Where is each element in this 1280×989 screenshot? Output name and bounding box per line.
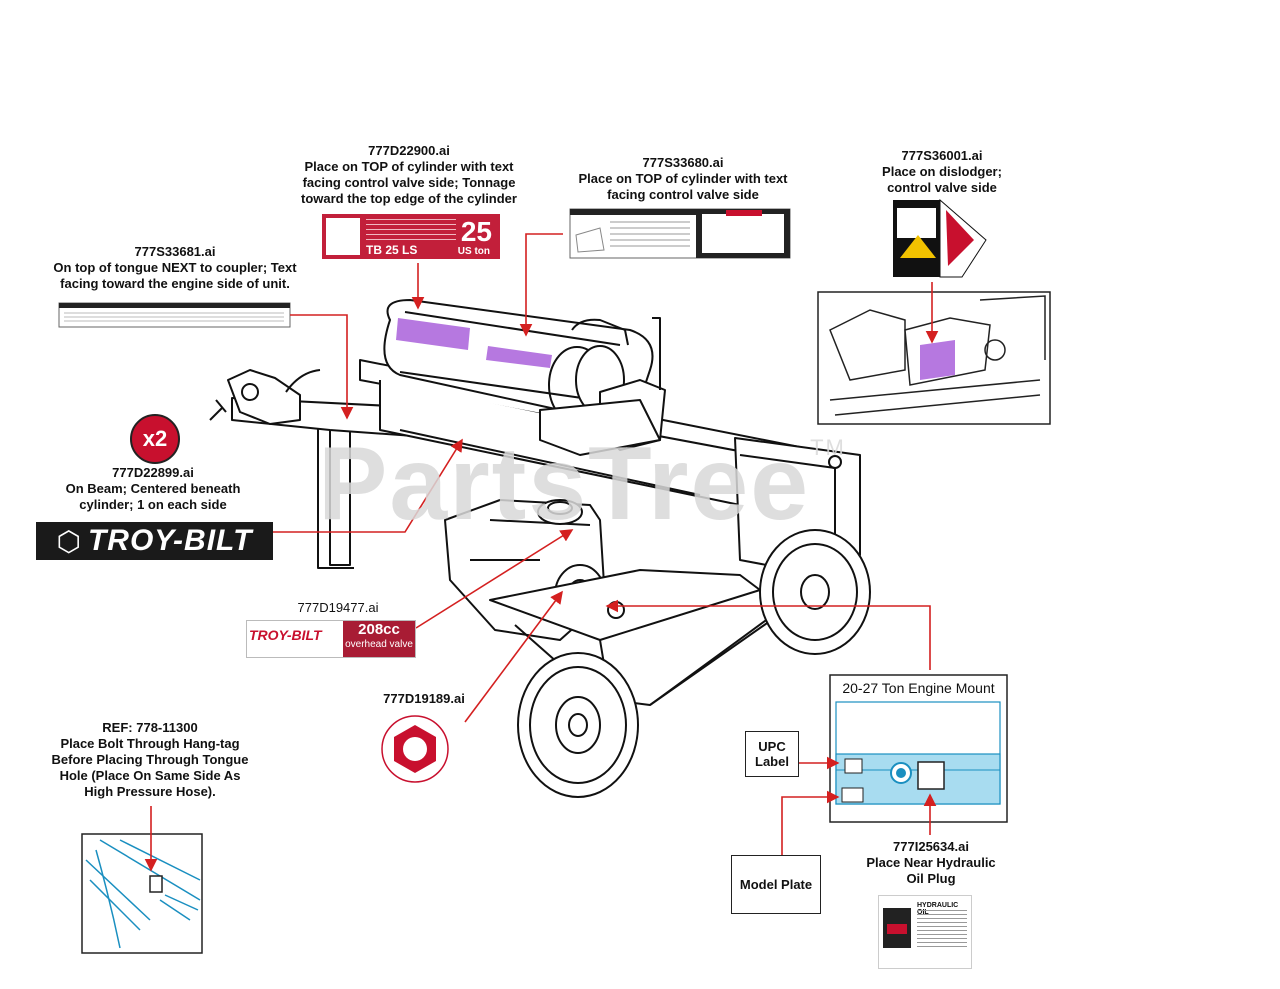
callout-code: 777D22899.ai [112,465,194,480]
callout-code: 777D19477.ai [297,600,379,615]
callout-777s36001: 777S36001.ai Place on dislodger; control… [870,148,1014,196]
engine-brand: TROY-BILT [249,627,322,643]
brand-logo [326,218,360,255]
log-splitter-drawing [209,299,871,798]
callout-777s33680: 777S33680.ai Place on TOP of cylinder wi… [568,155,798,203]
model-name: TB 25 LS [366,243,418,257]
callout-code: 777S36001.ai [901,148,983,163]
callout-777s33681: 777S33681.ai On top of tongue NEXT to co… [50,244,300,292]
callout-code: 777D22900.ai [368,143,450,158]
callout-text: Place Bolt Through Hang-tag Before Placi… [51,736,249,799]
engine-displacement: 208cc [358,621,400,638]
callout-code: 777S33680.ai [642,155,724,170]
callout-777i25634: 777I25634.ai Place Near Hydraulic Oil Pl… [858,839,1004,887]
hex-logo-icon: ⬡ [56,525,82,557]
brand-text: TROY-BILT [87,524,253,557]
callout-text: Place on dislodger; control valve side [882,164,1002,195]
sticker-thumbnails [58,198,987,783]
callout-code: 777S33681.ai [134,244,216,259]
tonnage-unit: US ton [457,246,490,257]
callout-text: Place Near Hydraulic Oil Plug [866,855,996,886]
engine-mount-title: 20-27 Ton Engine Mount [842,680,995,696]
callout-code: 777D19189.ai [383,691,465,706]
engine-spec: 208cc overhead valve [343,621,415,657]
upc-label-box: UPC Label [745,731,799,777]
callout-text: Place on TOP of cylinder with text facin… [578,171,788,202]
leader-arrows [144,233,939,872]
callout-code: REF: 778-11300 [102,720,198,735]
callout-777d22899: 777D22899.ai On Beam; Centered beneath c… [60,465,246,513]
engine-decal: TROY-BILT 208cc overhead valve [246,620,416,658]
callout-777d19189: 777D19189.ai [372,691,476,707]
oil-can-icon [883,908,911,948]
engine-valve: overhead valve [345,639,413,650]
decal-fine-print [366,219,456,241]
callout-777d19477: 777D19477.ai [268,600,408,616]
tonnage-decal: 25 US ton TB 25 LS [322,214,500,259]
model-plate-box: Model Plate [731,855,821,914]
engine-mount-graphic [829,674,1008,823]
hydraulic-oil-decal: HYDRAULIC OIL [878,895,972,969]
quantity-badge: x2 [130,414,180,464]
callout-777d22900: 777D22900.ai Place on TOP of cylinder wi… [296,143,522,207]
callout-ref-778-11300: REF: 778-11300 Place Bolt Through Hang-t… [50,720,250,800]
tonnage-value: 25 [460,216,492,247]
callout-text: On top of tongue NEXT to coupler; Text f… [53,260,297,291]
decal-fine-print [917,910,967,950]
callout-text: On Beam; Centered beneath cylinder; 1 on… [65,481,241,512]
troy-bilt-decal: ⬡TROY-BILT [36,522,273,560]
dislodger-inset [817,291,1051,425]
tongue-inset [81,833,203,954]
callout-code: 777I25634.ai [893,839,969,854]
callout-text: Place on TOP of cylinder with text facin… [301,159,517,206]
watermark: PartsTreeTM [318,426,846,542]
